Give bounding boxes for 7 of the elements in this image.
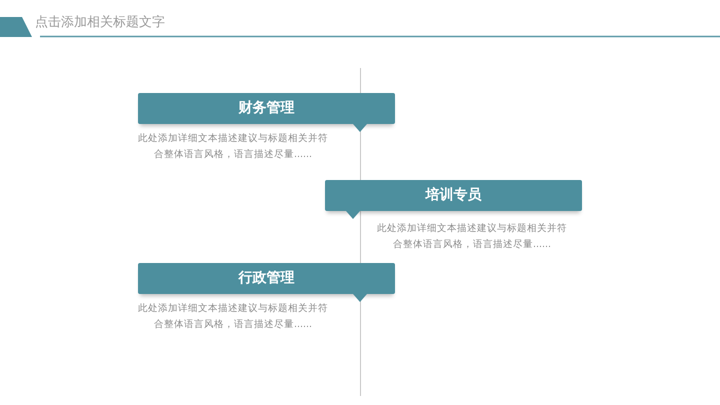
title-banner: 培训专员 <box>325 180 582 211</box>
title-banner: 行政管理 <box>138 263 395 294</box>
description-text: 此处添加详细文本描述建议与标题相关并符合整体语言风格，语言描述尽量...... <box>138 132 328 162</box>
description-text: 此处添加详细文本描述建议与标题相关并符合整体语言风格，语言描述尽量...... <box>138 302 328 332</box>
title-banner: 财务管理 <box>138 93 395 124</box>
title-text: 点击添加相关标题文字 <box>35 14 165 31</box>
description-text: 此处添加详细文本描述建议与标题相关并符合整体语言风格，语言描述尽量...... <box>377 222 567 252</box>
